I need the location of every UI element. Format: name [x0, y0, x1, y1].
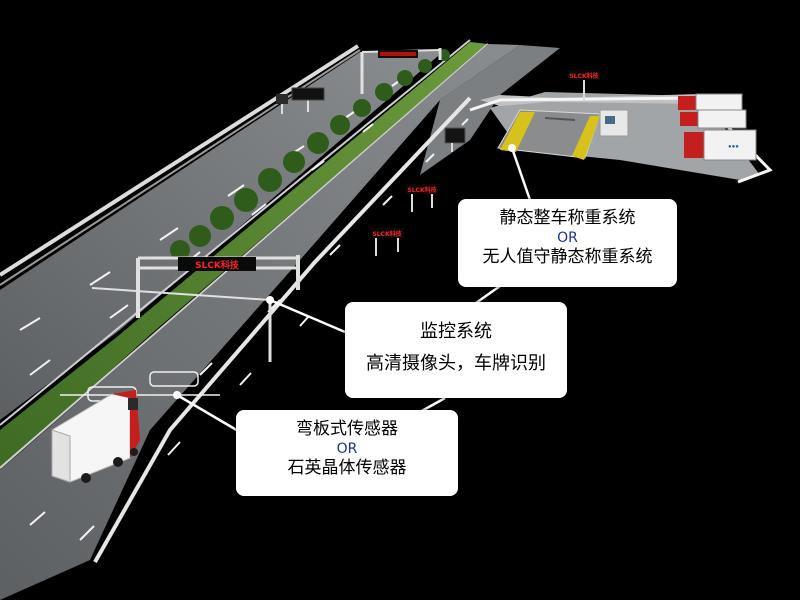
- callout-sensors: 弯板式传感器 OR 石英晶体传感器: [236, 410, 458, 496]
- leader-line-monitor: [269, 298, 346, 334]
- parked-trucks: ●●●: [678, 93, 757, 161]
- main-gantry-sign-text: SLCK科技: [195, 259, 240, 271]
- static-weighing-or: OR: [557, 230, 578, 246]
- right-guardrail: [93, 96, 472, 563]
- monitoring-title: 监控系统: [420, 321, 492, 342]
- left-carriageway: [0, 50, 445, 420]
- callout-monitoring: 监控系统 高清摄像头，车牌识别: [345, 302, 567, 398]
- leader-line-static: [510, 147, 532, 201]
- station-sign-text: SLCK科技: [569, 72, 599, 80]
- weighbridge: [497, 109, 601, 160]
- sensor-or: OR: [336, 441, 358, 457]
- leader-line-connector-lower: [419, 396, 446, 414]
- svg-text:●●●: ●●●: [728, 144, 739, 150]
- callout-static-weighing: 静态整车称重系统 OR 无人值守静态称重系统: [458, 199, 677, 287]
- roadside-sign-1-text: SLCK科技: [407, 186, 437, 194]
- roadside-sign-2: SLCK科技: [370, 228, 404, 256]
- static-weighing-alt: 无人值守静态称重系统: [482, 247, 653, 267]
- roadside-vms: [276, 87, 466, 152]
- roadside-sign-1: SLCK科技: [406, 184, 438, 212]
- sensor-alt: 石英晶体传感器: [287, 458, 407, 478]
- sensor-title: 弯板式传感器: [296, 419, 398, 439]
- leader-line-sensor: [176, 393, 241, 434]
- monitoring-detail: 高清摄像头，车牌识别: [366, 353, 546, 374]
- left-guardrail: [0, 44, 360, 277]
- monitoring-gantry: SLCK科技: [91, 255, 300, 362]
- leader-line-connector-upper: [475, 284, 501, 305]
- static-weighing-title: 静态整车称重系统: [499, 208, 636, 228]
- distant-gantry: [360, 48, 442, 94]
- right-carriageway: [0, 44, 520, 600]
- main-gantry-sign: [178, 257, 256, 271]
- control-booth: [599, 109, 629, 137]
- truck: [51, 390, 140, 483]
- station-sign: SLCK科技: [568, 70, 600, 100]
- roadside-sign-2-text: SLCK科技: [372, 230, 402, 238]
